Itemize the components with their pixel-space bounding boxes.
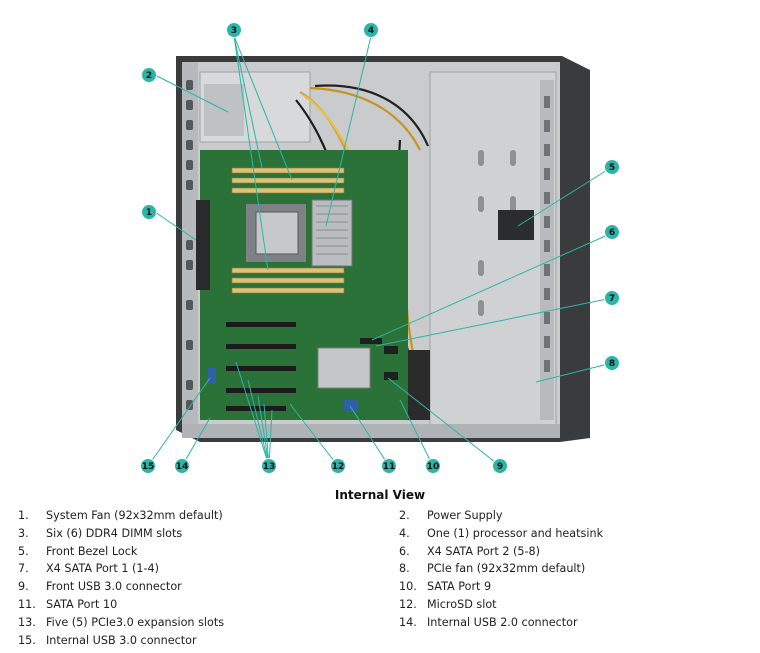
chipset-heatsink — [317, 347, 371, 389]
legend-item: 7. X4 SATA Port 1 (1-4) — [18, 560, 224, 578]
server-internal-view-diagram: 1 2 3 4 5 6 7 8 9 10 11 12 — [140, 22, 620, 474]
legend-text: PCIe fan (92x32mm default) — [427, 562, 586, 576]
legend-number: 7. — [18, 562, 29, 576]
callout-8: 8 — [604, 355, 620, 371]
legend-right-column: 2. Power Supply 4. One (1) processor and h… — [399, 507, 603, 632]
callout-number: 7 — [609, 294, 615, 304]
front-bezel-lock — [498, 210, 534, 240]
pcie-slots — [226, 322, 296, 411]
callout-11: 11 — [381, 458, 397, 474]
legend-item: 13. Five (5) PCIe3.0 expansion slots — [18, 614, 224, 632]
callout-12: 12 — [330, 458, 346, 474]
legend-text: Front USB 3.0 connector — [46, 580, 182, 594]
drive-cage-holes — [478, 150, 516, 316]
legend-item: 3. Six (6) DDR4 DIMM slots — [18, 525, 224, 543]
motherboard — [200, 150, 408, 420]
callout-number: 4 — [368, 26, 374, 36]
callout-14: 14 — [174, 458, 190, 474]
legend-item: 1. System Fan (92x32mm default) — [18, 507, 224, 525]
callout-number: 2 — [146, 71, 152, 81]
legend-number: 10. — [399, 580, 417, 594]
callout-number: 9 — [497, 462, 503, 472]
legend-number: 2. — [399, 509, 410, 522]
heatsink — [311, 199, 353, 267]
callout-2: 2 — [141, 67, 157, 83]
legend-number: 6. — [399, 544, 410, 558]
legend-text: Internal USB 2.0 connector — [427, 615, 578, 629]
legend-number: 14. — [399, 615, 417, 629]
legend-number: 1. — [18, 509, 29, 522]
legend-number: 11. — [18, 597, 36, 611]
legend-item: 14. Internal USB 2.0 connector — [399, 614, 603, 632]
callout-10: 10 — [425, 458, 441, 474]
left-rail-holes — [186, 80, 193, 410]
callout-number: 11 — [383, 462, 396, 472]
callout-number: 15 — [142, 462, 155, 472]
legend-item: 15. Internal USB 3.0 connector — [18, 632, 224, 650]
legend-item: 10. SATA Port 9 — [399, 578, 603, 596]
legend-number: 3. — [18, 526, 29, 540]
callout-3: 3 — [226, 22, 242, 38]
legend-text: Internal USB 3.0 connector — [46, 633, 197, 647]
legend-number: 8. — [399, 562, 410, 576]
callout-1: 1 — [141, 204, 157, 220]
legend-item: 4. One (1) processor and heatsink — [399, 525, 603, 543]
legend-text: Six (6) DDR4 DIMM slots — [46, 526, 183, 540]
legend-number: 9. — [18, 580, 29, 594]
callout-number: 10 — [427, 462, 440, 472]
legend-text: SATA Port 9 — [427, 580, 492, 594]
figure-caption: Internal View — [334, 488, 426, 502]
legend-item: 5. Front Bezel Lock — [18, 543, 224, 561]
internal-usb-connector — [208, 368, 216, 384]
callout-4: 4 — [363, 22, 379, 38]
callout-number: 5 — [609, 163, 615, 173]
legend-number: 13. — [18, 615, 36, 629]
legend-item: 11. SATA Port 10 — [18, 596, 224, 614]
callout-number: 12 — [332, 462, 345, 472]
legend-number: 4. — [399, 526, 410, 540]
legend-text: System Fan (92x32mm default) — [46, 509, 223, 522]
drive-cage — [429, 71, 557, 429]
legend-item: 9. Front USB 3.0 connector — [18, 578, 224, 596]
legend-text: MicroSD slot — [427, 597, 497, 611]
callout-number: 8 — [609, 359, 615, 369]
leader-lines — [147, 35, 613, 467]
front-vent-slots — [544, 96, 550, 372]
sata-connectors — [344, 338, 398, 412]
callout-6: 6 — [604, 224, 620, 240]
pcie-fan — [408, 350, 430, 420]
callout-number: 13 — [263, 462, 276, 472]
callout-number: 3 — [231, 26, 237, 36]
callout-number: 6 — [609, 228, 615, 238]
legend-item: 2. Power Supply — [399, 507, 603, 525]
legend-left-column: 1. System Fan (92x32mm default) 3. Six (6)… — [18, 507, 224, 649]
server-chassis-illustration — [176, 56, 590, 442]
legend-item: 12. MicroSD slot — [399, 596, 603, 614]
motherboard-shade — [200, 150, 408, 420]
legend-text: X4 SATA Port 2 (5-8) — [427, 544, 541, 558]
legend-text: SATA Port 10 — [46, 597, 118, 611]
legend-text: Five (5) PCIe3.0 expansion slots — [46, 615, 225, 629]
heatsink-fins — [316, 205, 348, 255]
legend-item: 8. PCIe fan (92x32mm default) — [399, 560, 603, 578]
callout-number: 1 — [146, 208, 152, 218]
legend-number: 12. — [399, 597, 417, 611]
legend-text: Front Bezel Lock — [46, 544, 138, 558]
system-fan — [196, 200, 210, 290]
callout-5: 5 — [604, 159, 620, 175]
chassis-bottom — [182, 424, 560, 438]
legend-number: 15. — [18, 633, 36, 647]
legend-item: 6. X4 SATA Port 2 (5-8) — [399, 543, 603, 561]
callout-9: 9 — [492, 458, 508, 474]
callout-15: 15 — [140, 458, 156, 474]
callout-13: 13 — [261, 458, 277, 474]
legend-text: Power Supply — [427, 509, 503, 522]
legend-text: One (1) processor and heatsink — [427, 526, 604, 540]
legend-text: X4 SATA Port 1 (1-4) — [46, 562, 160, 576]
callout-7: 7 — [604, 290, 620, 306]
callout-number: 14 — [176, 462, 189, 472]
legend-number: 5. — [18, 544, 29, 558]
